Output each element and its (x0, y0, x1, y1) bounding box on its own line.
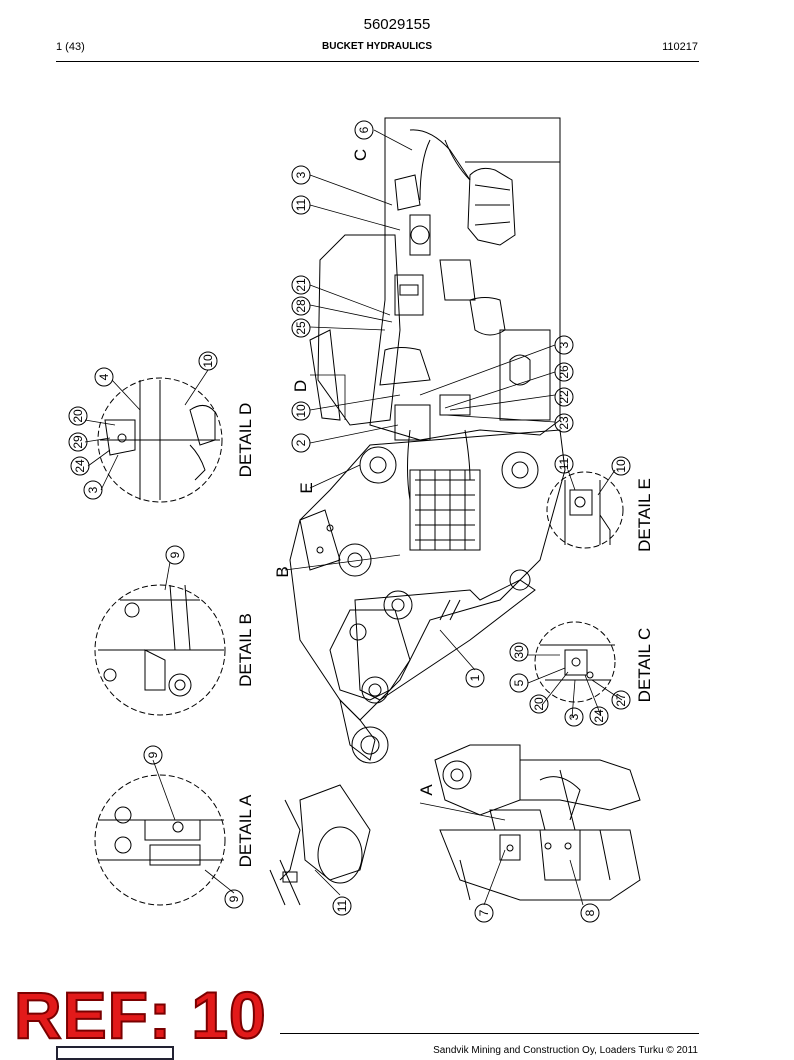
callout-number: 22 (557, 390, 571, 404)
callout-number: 24 (592, 709, 606, 723)
date-code: 110217 (662, 41, 698, 53)
callout-number: 9 (168, 551, 182, 558)
callout-number: 26 (557, 365, 571, 379)
callout-number: 20 (71, 409, 85, 423)
view-letter-d: D (291, 380, 310, 392)
detail-b-title: DETAIL B (236, 613, 255, 687)
callout-number: 9 (227, 895, 241, 902)
detail-d-title: DETAIL D (236, 403, 255, 478)
callout-number: 29 (71, 435, 85, 449)
callout-number: 10 (201, 354, 215, 368)
callout-number: 3 (557, 341, 571, 348)
company-logo (56, 1046, 174, 1060)
callout-number: 3 (86, 486, 100, 493)
view-letters: C D E B A (273, 149, 436, 796)
detail-e-view (546, 471, 624, 549)
view-letter-e: E (297, 482, 316, 493)
callout-numbers: 6 3 11 21 28 25 3 26 22 23 10 2 1 7 8 11… (71, 126, 628, 916)
callout-number: 7 (477, 909, 491, 916)
footer-copyright: Sandvik Mining and Construction Oy, Load… (433, 1045, 698, 1056)
callout-number: 9 (146, 751, 160, 758)
callout-number: 11 (557, 457, 571, 470)
callout-number: 3 (567, 713, 581, 720)
callout-number: 4 (97, 373, 111, 380)
leader-lines (84, 129, 623, 906)
callout-number: 5 (512, 679, 526, 686)
view-letter-b: B (273, 566, 292, 577)
footer-divider (280, 1033, 699, 1034)
lower-frame (434, 744, 641, 901)
callout-number: 27 (614, 693, 628, 707)
callout-number: 21 (294, 278, 308, 292)
view-letter-c: C (351, 149, 370, 161)
view-letter-a: A (417, 784, 436, 796)
document-number: 56029155 (363, 16, 431, 33)
callout-number: 20 (532, 697, 546, 711)
header-divider (56, 61, 699, 62)
machine-frame (309, 117, 561, 441)
ref-stamp: REF: 10 (13, 978, 267, 1052)
detail-titles: DETAIL D DETAIL B DETAIL A DETAIL E DETA… (236, 403, 654, 868)
detail-c-view (534, 621, 616, 703)
callout-number: 24 (73, 459, 87, 473)
callout-number: 30 (512, 645, 526, 659)
detail-d-view (97, 377, 223, 503)
page-indicator: 1 (43) (56, 41, 85, 53)
callout-number: 25 (294, 321, 308, 335)
detail-a-title: DETAIL A (236, 794, 255, 867)
callout-number: 11 (294, 198, 308, 211)
loader-arm (289, 429, 566, 764)
callout-number: 3 (294, 171, 308, 178)
page-title: BUCKET HYDRAULICS (322, 41, 432, 52)
callout-bubbles (68, 120, 631, 923)
detail-a-view (94, 774, 226, 906)
callout-number: 2 (294, 439, 308, 446)
callout-number: 28 (294, 299, 308, 313)
callout-number: 10 (294, 404, 308, 418)
detail-b-view (94, 584, 226, 716)
detail-a-accumulator (269, 784, 371, 906)
detail-e-title: DETAIL E (635, 478, 654, 552)
callout-number: 6 (357, 126, 371, 133)
detail-c-title: DETAIL C (635, 628, 654, 703)
callout-number: 8 (583, 909, 597, 916)
callout-number: 11 (335, 899, 349, 912)
callout-number: 23 (557, 416, 571, 430)
callout-number: 1 (468, 674, 482, 681)
callout-number: 10 (614, 459, 628, 473)
